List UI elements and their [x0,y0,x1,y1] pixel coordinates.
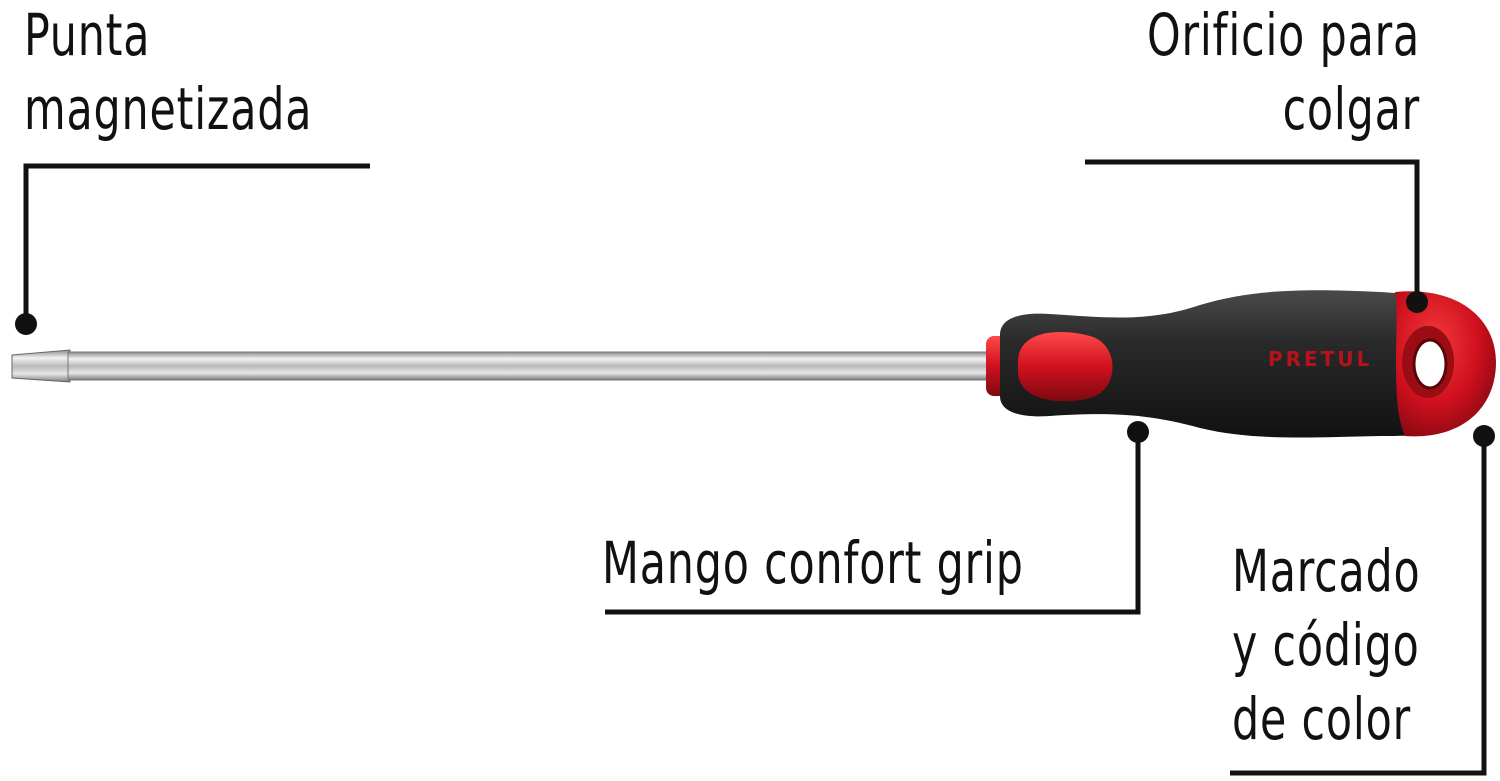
label-line: Mango confort grip [602,529,1024,597]
label-line: de color [1232,685,1411,753]
screwdriver-shaft [11,349,999,383]
shaft [67,351,999,381]
callout-dot-marking [1473,425,1495,447]
callout-dot-tip [15,313,37,335]
screwdriver-handle: PRETUL [986,290,1496,438]
callouts [23,159,1487,776]
label-line: colgar [1282,75,1420,143]
label-hanging-hole: Orificio para colgar [1147,0,1420,146]
label-color-marking: Marcado y código de color [1232,534,1421,756]
callout-line-marking [1230,436,1487,776]
callout-line-tip [23,163,370,324]
label-magnetic-tip: Punta magnetizada [24,0,312,146]
red-grip-pad [1018,332,1113,402]
label-line: magnetizada [24,75,313,143]
callout-line-hole [1085,159,1420,302]
label-comfort-grip: Mango confort grip [602,526,1024,600]
label-line: Orificio para [1146,1,1420,69]
black-grip-body [1000,290,1450,438]
callout-dot-hole [1406,291,1428,313]
label-line: Punta [24,1,151,69]
callout-dots [15,291,1495,447]
flat-tip [11,349,71,383]
label-line: Marcado [1232,537,1421,605]
brand-mark: PRETUL [1268,347,1372,371]
hanging-hole [1402,326,1454,398]
label-line: y código [1232,611,1420,679]
callout-dot-grip [1127,421,1149,443]
callout-line-grip [605,432,1141,615]
